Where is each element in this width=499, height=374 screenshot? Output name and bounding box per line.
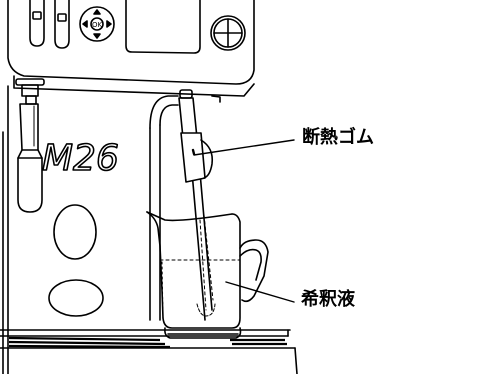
label-insulation-rubber: 断熱ゴム (302, 127, 374, 148)
model-logo: M26 (42, 138, 119, 179)
front-oval-button-bottom[interactable] (48, 279, 104, 317)
leader-line-diluent (225, 281, 295, 303)
drip-tray-grill (8, 336, 287, 349)
label-diluent: 希釈液 (301, 289, 355, 310)
insulation-rubber (180, 132, 214, 183)
leader-line-rubber (193, 139, 295, 156)
selection-knob[interactable] (210, 15, 246, 51)
left-steam-nozzle (15, 78, 45, 213)
ok-button-label: OK (92, 21, 103, 29)
panel-button-left[interactable] (29, 0, 45, 47)
display-screen (125, 0, 201, 54)
panel-button-right[interactable] (54, 0, 70, 49)
control-panel: OK (7, 0, 255, 97)
machine-body (2, 85, 221, 374)
milk-pitcher (146, 211, 269, 339)
drip-tray (0, 329, 298, 374)
front-oval-button-top[interactable] (53, 204, 97, 260)
dpad[interactable] (79, 6, 115, 42)
steam-wand (178, 89, 214, 321)
